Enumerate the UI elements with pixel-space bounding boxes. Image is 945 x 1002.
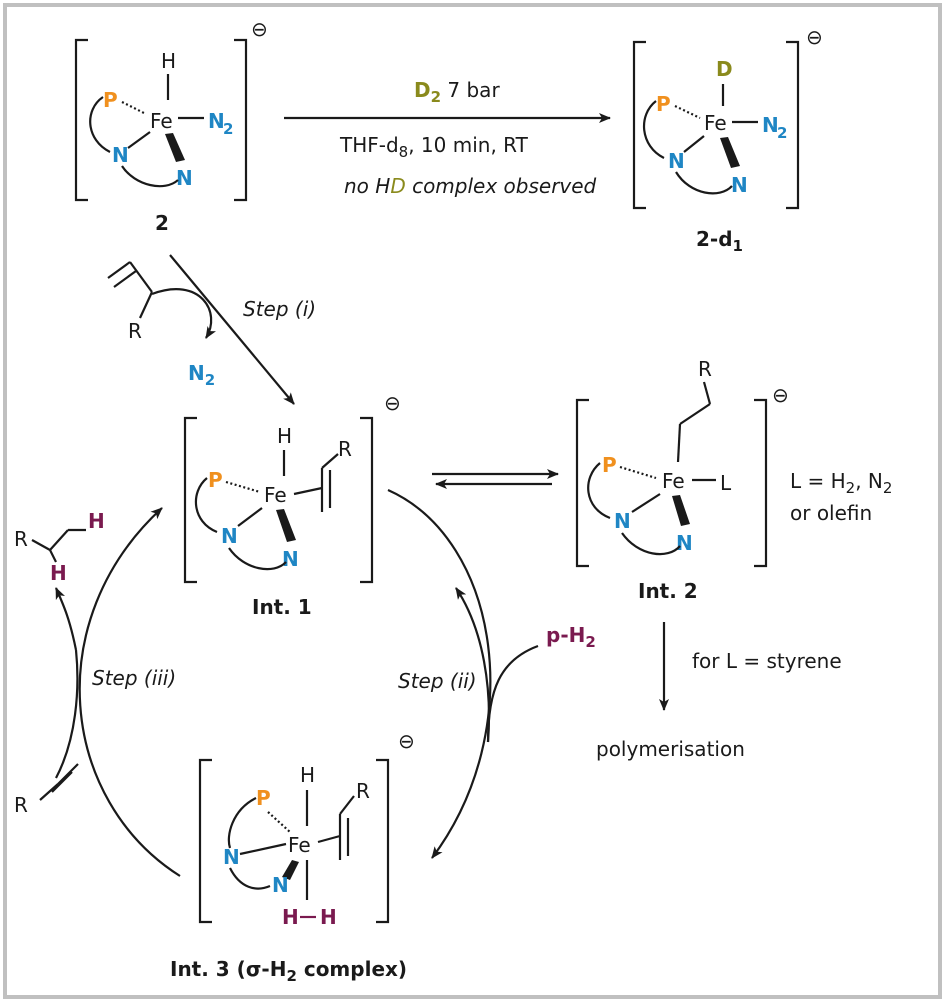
label-step-iii: Step (iii) (92, 666, 176, 690)
label-int-2: Int. 2 (638, 579, 698, 603)
sigma-h1: H (282, 905, 299, 929)
atom-d: D (716, 57, 733, 81)
atom-fe: Fe (662, 469, 685, 493)
intermediate-2: ⊖ R Fe P L N N Int. 2 (575, 357, 789, 603)
equilibrium-arrows (432, 469, 559, 489)
atom-n-pyridine: N (676, 531, 693, 555)
product-h1: H (88, 509, 105, 533)
atom-n-amide: N (614, 509, 631, 533)
atom-n-pyridine: N (272, 873, 289, 897)
atom-n-amide: N (221, 524, 238, 548)
atom-p: P (256, 786, 271, 810)
atom-fe: Fe (704, 111, 727, 135)
reaction-conditions: THF-d8, 10 min, RT (339, 133, 529, 161)
atom-l: L (720, 471, 732, 495)
atom-r: R (356, 779, 370, 803)
atom-fe: Fe (288, 833, 311, 857)
step-i: Step (i) R N2 (107, 254, 316, 405)
atom-r-product: R (14, 527, 28, 551)
atom-h: H (300, 763, 315, 787)
charge-symbol: ⊖ (398, 729, 415, 753)
atom-r-olefin: R (14, 793, 28, 817)
atom-n-amide: N (112, 143, 129, 167)
atom-p: P (602, 453, 617, 477)
atom-n2: N (208, 109, 225, 133)
atom-p: P (656, 92, 671, 116)
bracket-left (575, 398, 589, 568)
bracket-right (786, 40, 800, 210)
para-hydrogen: p-H2 (546, 623, 596, 651)
complex-2: ⊖ H Fe P N 2 N N 2 (74, 17, 268, 235)
charge-symbol: ⊖ (806, 25, 823, 49)
atom-fe: Fe (264, 483, 287, 507)
reagent-d2: D2 7 bar (414, 78, 500, 106)
no-hd-note: no HD complex observed (344, 174, 597, 198)
complex-2-d1: ⊖ D Fe P N 2 N N 2-d1 (632, 25, 823, 255)
ligand-note-line1: L = H2, N2 (790, 469, 892, 497)
released-n2: N2 (188, 361, 215, 389)
charge-symbol: ⊖ (384, 391, 401, 415)
atom-fe: Fe (150, 109, 173, 133)
atom-n-amide: N (668, 149, 685, 173)
atom-r: R (698, 357, 712, 381)
atom-n-pyridine: N (176, 166, 193, 190)
catalytic-cycle: Step (ii) p-H2 Step (iii) R R H H (14, 488, 596, 877)
atom-p: P (208, 468, 223, 492)
atom-n2: N (762, 113, 779, 137)
label-int-1: Int. 1 (252, 595, 312, 619)
charge-symbol: ⊖ (772, 383, 789, 407)
svg-text:2: 2 (223, 120, 233, 138)
ligand-note-line2: or olefin (790, 501, 872, 525)
bracket-right (360, 416, 374, 584)
bracket-left (632, 40, 646, 210)
intermediate-1: ⊖ H Fe P R N N Int. 1 (183, 391, 401, 619)
atom-h: H (161, 49, 176, 73)
label-int-3: Int. 3 (σ-H2 complex) (170, 957, 407, 985)
polymer-condition: for L = styrene (692, 649, 842, 673)
polymer-product: polymerisation (596, 737, 745, 761)
atom-n-pyridine: N (282, 547, 299, 571)
product-h2: H (50, 561, 67, 585)
atom-r: R (128, 319, 142, 343)
bracket-right (234, 38, 248, 202)
svg-text:2: 2 (777, 124, 787, 142)
figure-frame (3, 3, 942, 999)
intermediate-3: ⊖ H Fe P R N N H H Int. 3 (σ-H2 complex) (170, 729, 415, 985)
polymerisation-branch: for L = styrene polymerisation (596, 622, 842, 761)
bracket-left (198, 758, 212, 924)
bracket-left (183, 416, 197, 584)
label-step-ii: Step (ii) (398, 669, 477, 693)
label-compound-2-d1: 2-d1 (696, 227, 743, 255)
label-step-i: Step (i) (243, 297, 316, 321)
atom-p: P (103, 88, 118, 112)
atom-r: R (338, 437, 352, 461)
atom-n-pyridine: N (731, 173, 748, 197)
deuteration-arrow: D2 7 bar THF-d8, 10 min, RT no HD comple… (284, 78, 611, 198)
sigma-h2: H (320, 905, 337, 929)
atom-n-amide: N (223, 845, 240, 869)
charge-symbol: ⊖ (251, 17, 268, 41)
ligand-note: L = H2, N2 or olefin (790, 469, 892, 525)
atom-h: H (277, 424, 292, 448)
bracket-left (74, 38, 88, 202)
label-compound-2: 2 (155, 211, 169, 235)
bracket-right (754, 398, 768, 568)
bracket-right (376, 758, 390, 924)
